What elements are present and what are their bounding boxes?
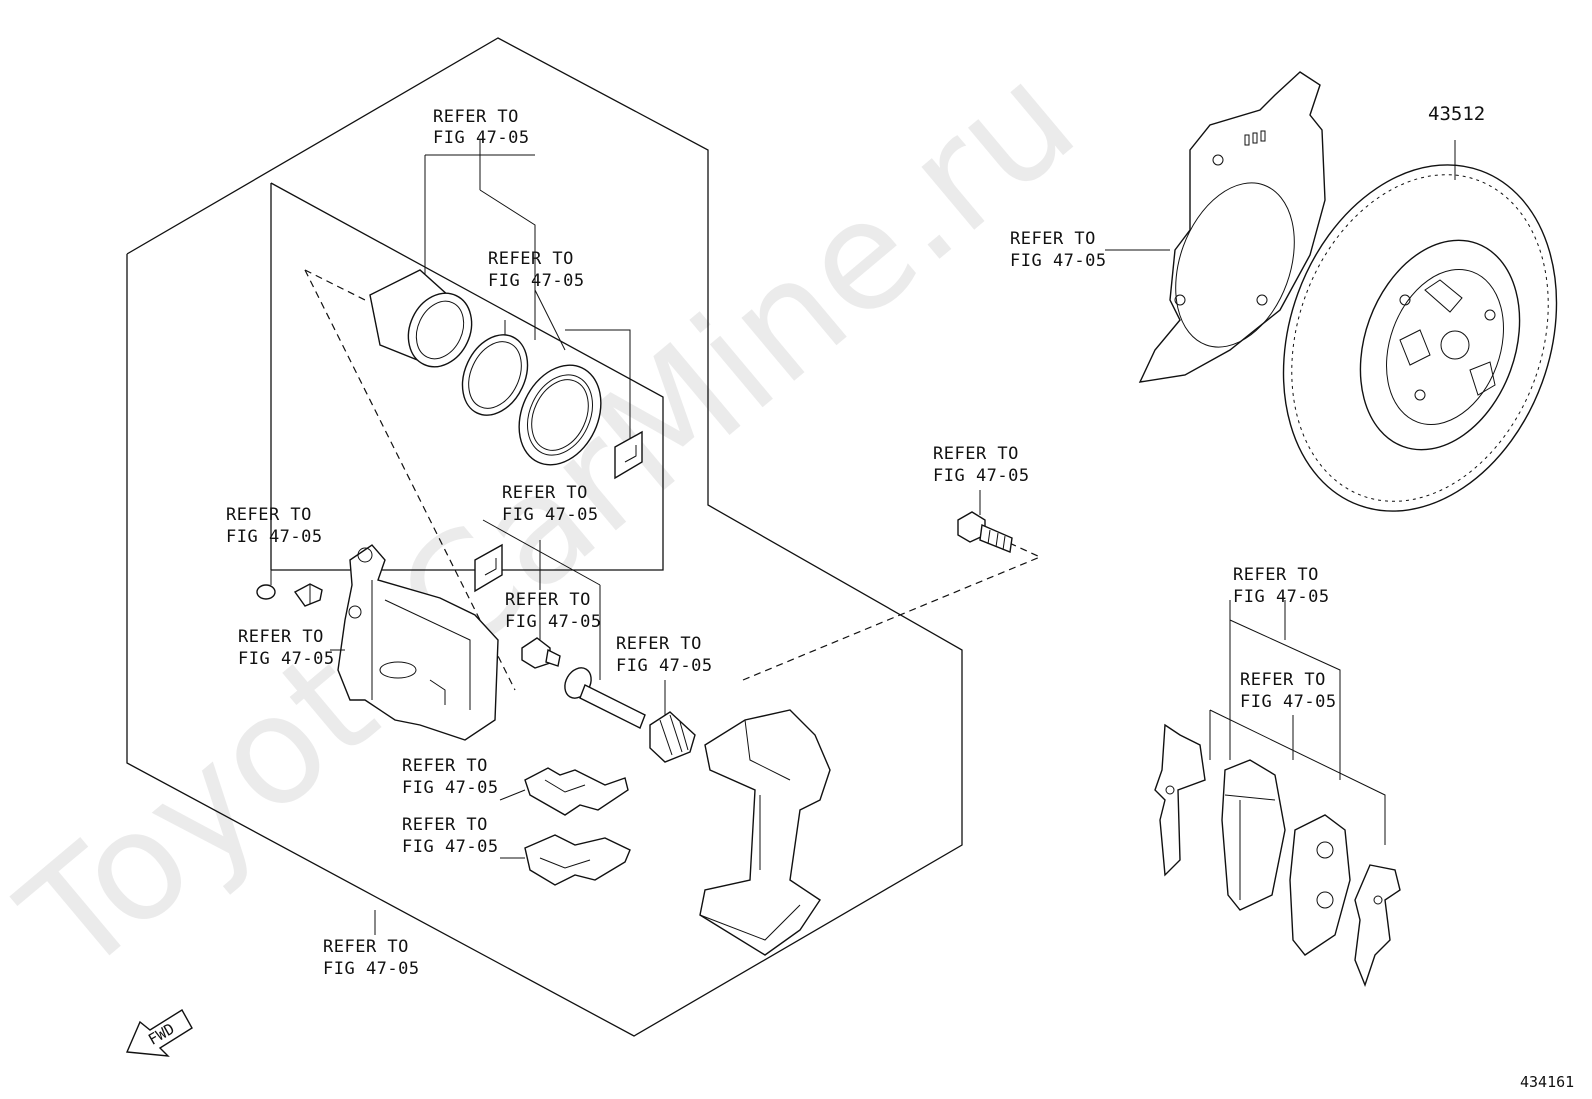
svg-text:REFER TO: REFER TO (616, 634, 702, 654)
callout-bleeder-plug[interactable]: REFER TO FIG 47-05 (238, 627, 335, 669)
dust-boot (518, 364, 602, 466)
svg-text:FIG 47-05: FIG 47-05 (402, 837, 499, 857)
svg-text:REFER TO: REFER TO (1240, 670, 1326, 690)
svg-text:REFER TO: REFER TO (933, 444, 1019, 464)
callout-caliper-assy[interactable]: REFER TO FIG 47-05 (323, 937, 420, 979)
svg-text:REFER TO: REFER TO (1233, 565, 1319, 585)
svg-text:FIG 47-05: FIG 47-05 (616, 656, 713, 676)
callout-piston-top[interactable]: REFER TO FIG 47-05 (433, 107, 530, 148)
piston (369, 269, 473, 368)
svg-text:FIG 47-05: FIG 47-05 (488, 271, 585, 291)
svg-text:REFER TO: REFER TO (323, 937, 409, 957)
bleeder-cap (256, 584, 276, 600)
pad-shim-inner (1354, 864, 1401, 988)
callout-shield[interactable]: REFER TO FIG 47-05 (1010, 229, 1107, 271)
slide-bolt (521, 637, 561, 669)
slide-pin (564, 667, 646, 729)
caliper-bracket (699, 709, 831, 956)
svg-text:FIG 47-05: FIG 47-05 (433, 128, 530, 148)
svg-text:REFER TO: REFER TO (402, 756, 488, 776)
svg-text:FIG 47-05: FIG 47-05 (502, 505, 599, 525)
svg-text:FIG 47-05: FIG 47-05 (505, 612, 602, 632)
pad-clip-upper (524, 767, 629, 816)
svg-text:FIG 47-05: FIG 47-05 (226, 527, 323, 547)
inner-frame (270, 182, 664, 571)
svg-text:FIG 47-05: FIG 47-05 (933, 466, 1030, 486)
svg-text:REFER TO: REFER TO (433, 107, 519, 127)
outer-frame (126, 37, 963, 1037)
svg-text:FIG 47-05: FIG 47-05 (1010, 251, 1107, 271)
svg-text:REFER TO: REFER TO (502, 483, 588, 503)
label-plate-2 (474, 543, 503, 593)
svg-text:FIG 47-05: FIG 47-05 (238, 649, 335, 669)
label-plate (614, 430, 643, 480)
callout-clip-lower[interactable]: REFER TO FIG 47-05 (402, 815, 499, 857)
pad-clip-lower (524, 834, 631, 886)
svg-text:REFER TO: REFER TO (402, 815, 488, 835)
part-number-43512: 43512 (1428, 103, 1485, 125)
brake-pad-inner (1289, 814, 1351, 956)
callout-mount-bolt[interactable]: REFER TO FIG 47-05 (933, 444, 1030, 486)
pad-shim-outer (1154, 723, 1206, 877)
piston-seal (461, 334, 529, 416)
diagram-code: 434161 (1520, 1073, 1574, 1091)
dust-shield (1138, 71, 1326, 383)
caliper-body (337, 544, 499, 741)
svg-text:REFER TO: REFER TO (226, 505, 312, 525)
bleeder-plug (293, 583, 323, 607)
pin-boot (649, 711, 696, 763)
callout-piston-seal[interactable]: REFER TO FIG 47-05 (488, 249, 585, 291)
callout-bleeder-cap[interactable]: REFER TO FIG 47-05 (226, 505, 323, 547)
callout-pad-kit-outer[interactable]: REFER TO FIG 47-05 (1233, 565, 1330, 607)
guide-dashed (304, 269, 366, 301)
svg-text:REFER TO: REFER TO (1010, 229, 1096, 249)
svg-text:FIG 47-05: FIG 47-05 (1240, 692, 1337, 712)
svg-text:REFER TO: REFER TO (488, 249, 574, 269)
mounting-bolt (957, 511, 1013, 553)
callout-slide-bolt[interactable]: REFER TO FIG 47-05 (505, 590, 602, 632)
callout-boot-kit[interactable]: REFER TO FIG 47-05 (502, 483, 599, 525)
svg-text:FIG 47-05: FIG 47-05 (402, 778, 499, 798)
fwd-arrow-icon: FWD (125, 1009, 193, 1057)
svg-text:FIG 47-05: FIG 47-05 (323, 959, 420, 979)
brake-pad-outer (1221, 759, 1286, 911)
svg-text:REFER TO: REFER TO (238, 627, 324, 647)
svg-text:REFER TO: REFER TO (505, 590, 591, 610)
callout-slide-pin[interactable]: REFER TO FIG 47-05 (616, 634, 713, 676)
callout-pad-kit-inner[interactable]: REFER TO FIG 47-05 (1240, 670, 1337, 712)
svg-text:FIG 47-05: FIG 47-05 (1233, 587, 1330, 607)
brake-rotor (1282, 164, 1558, 512)
callout-clip-upper[interactable]: REFER TO FIG 47-05 (402, 756, 499, 798)
